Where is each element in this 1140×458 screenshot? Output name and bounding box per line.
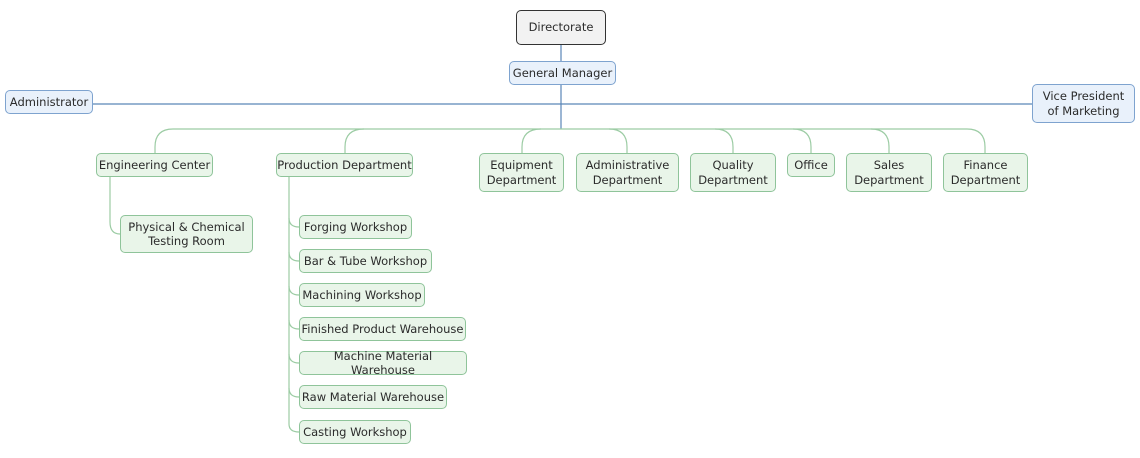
connector-finance-department xyxy=(966,128,986,153)
node-production-department[interactable]: Production Department xyxy=(276,153,413,177)
node-raw-material-warehouse[interactable]: Raw Material Warehouse xyxy=(299,385,447,409)
node-casting-workshop-label: Casting Workshop xyxy=(303,424,407,439)
node-machine-material-warehouse[interactable]: Machine Material Warehouse xyxy=(299,348,467,378)
node-machining-workshop-label: Machining Workshop xyxy=(302,287,422,302)
node-production-department-label: Production Department xyxy=(277,157,412,172)
node-quality-department[interactable]: Quality Department xyxy=(690,153,776,192)
node-raw-material-warehouse-label: Raw Material Warehouse xyxy=(301,389,445,404)
node-administrator-label: Administrator xyxy=(9,94,89,109)
connector-quality-department xyxy=(714,128,734,153)
connector-sales-department xyxy=(870,128,890,153)
node-administrative-department[interactable]: Administrative Department xyxy=(576,153,679,192)
connector-machining-workshop xyxy=(288,285,300,296)
node-administrative-department-label: Administrative Department xyxy=(585,158,670,187)
node-physical-chemical-testing-room[interactable]: Physical & Chemical Testing Room xyxy=(120,215,253,253)
node-casting-workshop[interactable]: Casting Workshop xyxy=(299,420,411,444)
node-physical-chemical-testing-room-label: Physical & Chemical Testing Room xyxy=(128,219,245,249)
node-office[interactable]: Office xyxy=(787,153,835,177)
node-sales-department-label: Sales Department xyxy=(854,158,924,187)
node-general-manager[interactable]: General Manager xyxy=(509,61,616,85)
node-vice-president-marketing[interactable]: Vice President of Marketing xyxy=(1032,84,1135,123)
node-vice-president-marketing-label: Vice President of Marketing xyxy=(1042,89,1125,118)
node-engineering-center-label: Engineering Center xyxy=(98,157,211,172)
node-equipment-department-label: Equipment Department xyxy=(486,158,557,187)
node-administrator[interactable]: Administrator xyxy=(5,90,93,114)
connector-administrative-department xyxy=(608,128,628,153)
node-machine-material-warehouse-label: Machine Material Warehouse xyxy=(333,348,433,378)
node-engineering-center[interactable]: Engineering Center xyxy=(96,153,213,177)
node-bar-tube-workshop-label: Bar & Tube Workshop xyxy=(303,253,428,268)
connector-office xyxy=(792,128,812,153)
connector-engineering-center xyxy=(154,128,174,153)
node-directorate-label: Directorate xyxy=(528,20,594,35)
node-bar-tube-workshop[interactable]: Bar & Tube Workshop xyxy=(299,249,432,273)
connector-production-spine xyxy=(288,177,300,433)
node-forging-workshop[interactable]: Forging Workshop xyxy=(299,215,412,239)
connector-finished-product-warehouse xyxy=(288,319,300,330)
connector-equipment-department xyxy=(521,128,542,153)
connector-bar-tube-workshop xyxy=(288,251,300,262)
node-directorate[interactable]: Directorate xyxy=(516,10,606,45)
connector-machine-material-warehouse xyxy=(288,353,300,364)
node-finished-product-warehouse[interactable]: Finished Product Warehouse xyxy=(299,317,466,341)
node-quality-department-label: Quality Department xyxy=(698,158,768,187)
node-finished-product-warehouse-label: Finished Product Warehouse xyxy=(301,321,464,336)
node-general-manager-label: General Manager xyxy=(512,65,613,80)
node-machining-workshop[interactable]: Machining Workshop xyxy=(299,283,425,307)
connector-production-department xyxy=(344,128,365,153)
node-forging-workshop-label: Forging Workshop xyxy=(303,219,408,234)
node-equipment-department[interactable]: Equipment Department xyxy=(479,153,564,192)
node-finance-department[interactable]: Finance Department xyxy=(943,153,1028,192)
node-sales-department[interactable]: Sales Department xyxy=(846,153,932,192)
connector-forging-workshop xyxy=(288,217,300,228)
node-office-label: Office xyxy=(794,157,828,172)
connector-engineering-to-testing-room xyxy=(109,177,121,235)
node-finance-department-label: Finance Department xyxy=(950,158,1021,187)
connector-raw-material-warehouse xyxy=(288,387,300,398)
